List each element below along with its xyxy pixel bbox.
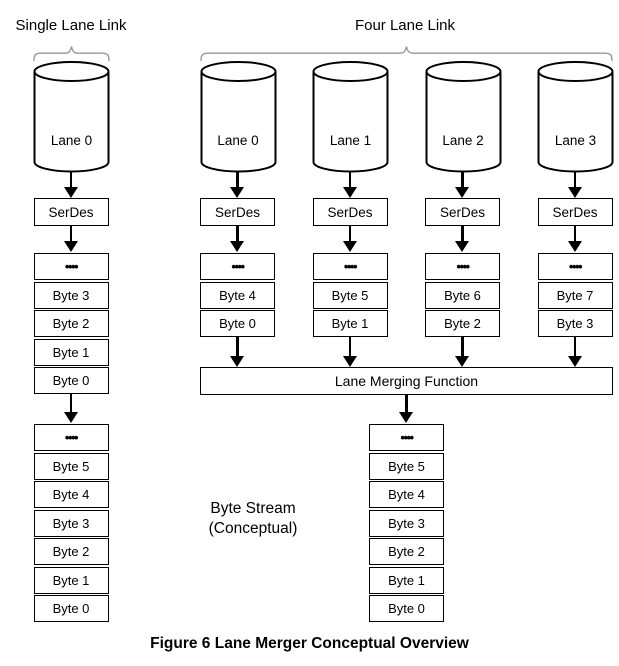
dots-cell: ••••	[312, 253, 388, 280]
byte-cell: Byte 3	[33, 281, 109, 309]
byte-cell: Byte 4	[33, 481, 109, 508]
arrow-down	[230, 226, 246, 252]
lane-merging-function-box: Lane Merging Function	[200, 367, 613, 395]
dots-cell: ••••	[33, 424, 109, 451]
dots-cell: ••••	[33, 253, 109, 280]
lane3-cylinder-label: Lane 3	[554, 133, 597, 148]
single-lane-cylinder-label: Lane 0	[50, 133, 93, 148]
lane-cylinder	[425, 61, 501, 173]
lane2-cylinder-label: Lane 2	[442, 133, 484, 148]
lane-cylinder	[537, 61, 614, 173]
lane0-cylinder-label: Lane 0	[217, 133, 259, 148]
byte-cell: Byte 0	[33, 595, 109, 622]
byte-stream-note-line1: Byte Stream	[210, 500, 296, 517]
byte-cell: Byte 5	[369, 452, 444, 480]
arrow-down	[342, 226, 358, 252]
lane1-cylinder-label: Lane 1	[329, 133, 372, 148]
single-lane-rx-stack: •••• Byte 3 Byte 2 Byte 1 Byte 0	[33, 253, 109, 394]
byte-stream-note-line2: (Conceptual)	[208, 520, 298, 537]
serdes-box: SerDes	[33, 198, 109, 226]
arrow-down	[63, 172, 79, 198]
byte-cell: Byte 6	[425, 281, 500, 309]
byte-cell: Byte 3	[537, 310, 613, 337]
single-lane-brace	[33, 46, 110, 62]
byte-cell: Byte 1	[312, 310, 388, 337]
byte-stream-note: Byte Stream (Conceptual)	[168, 499, 338, 539]
byte-cell: Byte 2	[369, 538, 444, 565]
byte-cell: Byte 5	[312, 281, 388, 309]
dots-cell: ••••	[369, 424, 444, 451]
serdes-box: SerDes	[312, 198, 388, 226]
byte-cell: Byte 1	[33, 566, 109, 594]
four-lane-title: Four Lane Link	[354, 17, 456, 34]
serdes-box: SerDes	[200, 198, 275, 226]
lane0-rx-stack: •••• Byte 4 Byte 0	[200, 253, 275, 337]
lane-cylinder	[33, 61, 110, 173]
four-lane-brace	[200, 46, 613, 62]
lane-cylinder	[200, 61, 276, 173]
byte-cell: Byte 1	[33, 338, 109, 366]
arrow-down	[567, 226, 583, 252]
arrow-down	[63, 226, 79, 252]
byte-cell: Byte 0	[200, 310, 275, 337]
arrow-down	[230, 337, 246, 367]
byte-cell: Byte 2	[33, 538, 109, 565]
lane2-rx-stack: •••• Byte 6 Byte 2	[425, 253, 500, 337]
byte-cell: Byte 3	[369, 509, 444, 537]
arrow-down	[567, 172, 583, 198]
arrow-down	[567, 337, 583, 367]
serdes-box: SerDes	[425, 198, 500, 226]
arrow-down	[63, 394, 79, 423]
single-lane-stream-stack: •••• Byte 5 Byte 4 Byte 3 Byte 2 Byte 1 …	[33, 424, 109, 622]
byte-cell: Byte 2	[425, 310, 500, 337]
arrow-down	[230, 172, 246, 198]
lane1-rx-stack: •••• Byte 5 Byte 1	[312, 253, 388, 337]
byte-cell: Byte 4	[369, 481, 444, 508]
lane-cylinder	[312, 61, 389, 173]
byte-cell: Byte 7	[537, 281, 613, 309]
dots-cell: ••••	[425, 253, 500, 280]
byte-cell: Byte 1	[369, 566, 444, 594]
merged-stream-stack: •••• Byte 5 Byte 4 Byte 3 Byte 2 Byte 1 …	[369, 424, 444, 622]
dots-cell: ••••	[200, 253, 275, 280]
arrow-down	[342, 337, 358, 367]
arrow-down	[342, 172, 358, 198]
arrow-down	[455, 172, 471, 198]
single-lane-title: Single Lane Link	[15, 17, 127, 34]
lane3-rx-stack: •••• Byte 7 Byte 3	[537, 253, 613, 337]
byte-cell: Byte 3	[33, 509, 109, 537]
byte-cell: Byte 2	[33, 310, 109, 337]
arrow-down	[455, 337, 471, 367]
dots-cell: ••••	[537, 253, 613, 280]
figure-caption: Figure 6 Lane Merger Conceptual Overview	[150, 635, 469, 652]
byte-cell: Byte 0	[369, 595, 444, 622]
byte-cell: Byte 0	[33, 367, 109, 394]
serdes-box: SerDes	[537, 198, 613, 226]
byte-cell: Byte 5	[33, 452, 109, 480]
arrow-down	[455, 226, 471, 252]
byte-cell: Byte 4	[200, 281, 275, 309]
arrow-down	[399, 395, 415, 423]
